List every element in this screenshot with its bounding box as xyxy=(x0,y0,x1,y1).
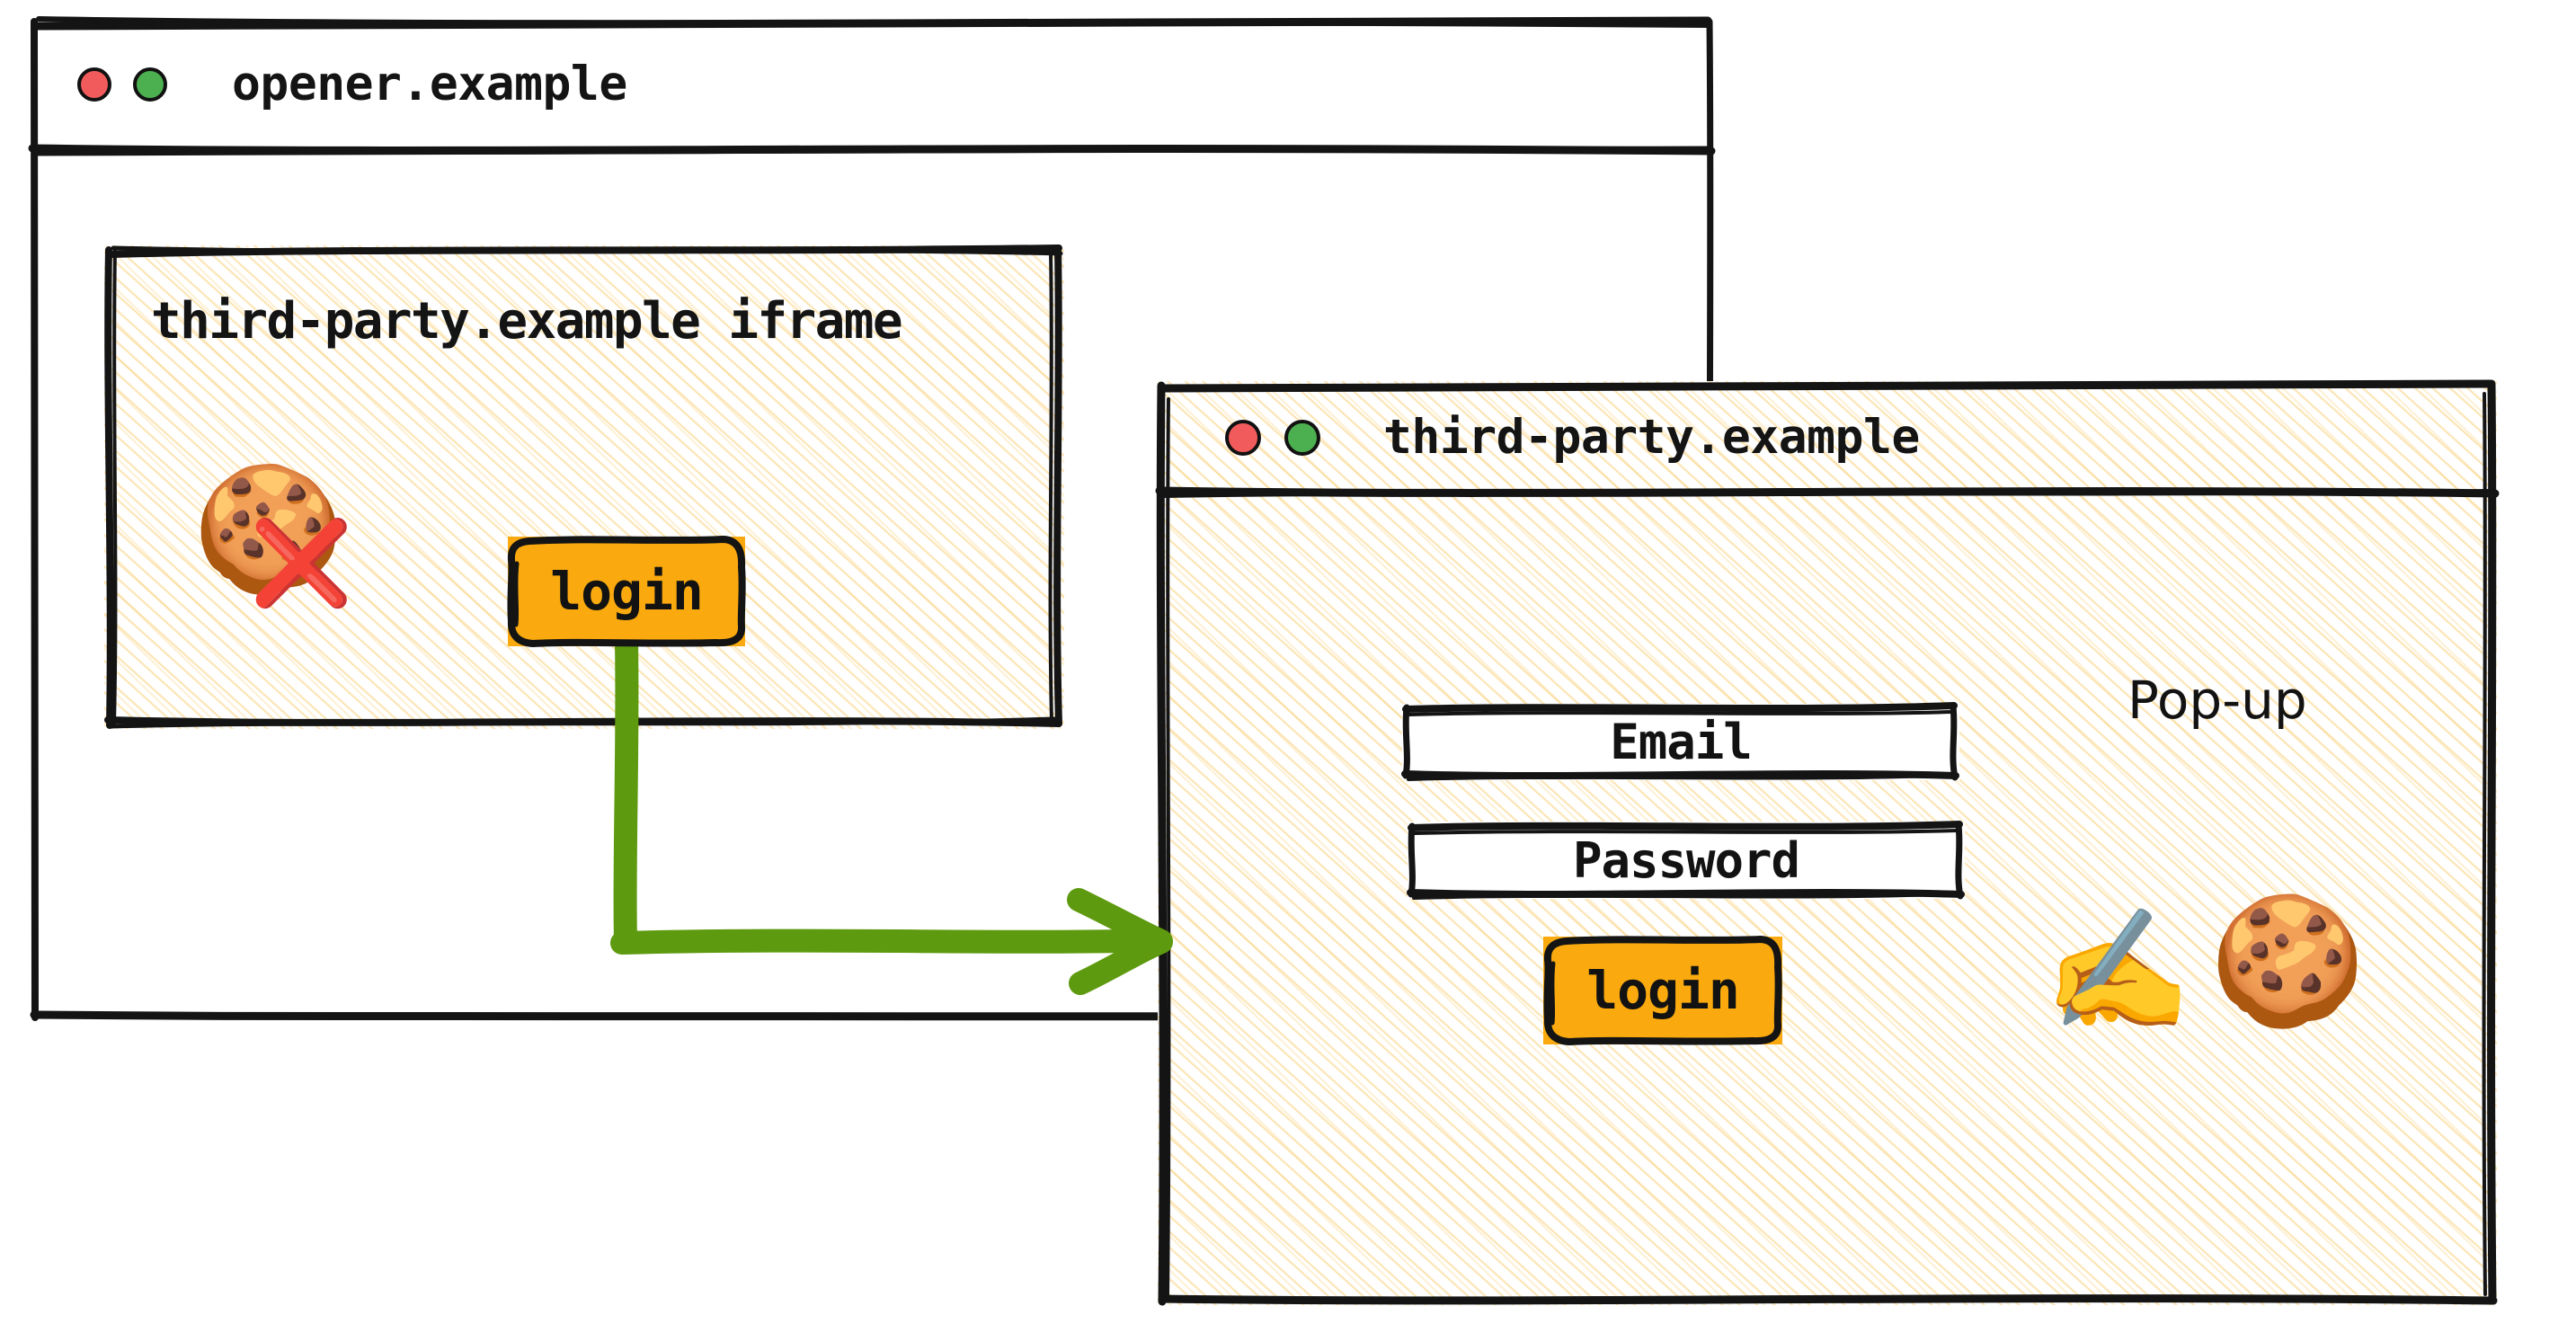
iframe-login-button[interactable]: login xyxy=(507,536,746,647)
red-cross-icon: ❌ xyxy=(250,515,353,611)
close-dot[interactable] xyxy=(1225,420,1261,456)
cookie-icon: 🍪 xyxy=(192,458,345,600)
popup-login-button-label: login xyxy=(1586,960,1740,1021)
popup-window-title: third-party.example xyxy=(1383,409,1920,465)
third-party-iframe-panel: third-party.example iframe 🍪 ❌ xyxy=(104,244,1064,729)
opener-window-frame xyxy=(28,16,1716,1021)
popup-window-frame xyxy=(1155,379,2500,1306)
writing-hand-icon: ✍️ xyxy=(2044,902,2192,1040)
popup-login-button[interactable]: login xyxy=(1543,936,1782,1045)
password-field-value: Password xyxy=(1572,831,1800,889)
minimize-dot[interactable] xyxy=(133,67,167,102)
iframe-panel-title: third-party.example iframe xyxy=(151,292,903,351)
email-field[interactable]: Email xyxy=(1401,702,1959,781)
iframe-login-button-label: login xyxy=(550,561,704,622)
popup-titlebar: third-party.example xyxy=(1158,381,2497,494)
minimize-dot[interactable] xyxy=(1284,420,1320,456)
close-dot[interactable] xyxy=(77,67,111,102)
email-field-value: Email xyxy=(1610,714,1753,770)
iframe-panel-frame xyxy=(104,244,1063,729)
popup-traffic-lights xyxy=(1225,420,1320,456)
opener-window-title: opener.example xyxy=(232,56,627,111)
popup-annotation-label: Pop-up xyxy=(2127,670,2307,731)
password-field[interactable]: Password xyxy=(1407,821,1965,900)
opener-titlebar: opener.example xyxy=(31,18,1713,151)
cookie-icon: 🍪 xyxy=(2209,888,2367,1035)
opener-traffic-lights xyxy=(77,67,167,102)
